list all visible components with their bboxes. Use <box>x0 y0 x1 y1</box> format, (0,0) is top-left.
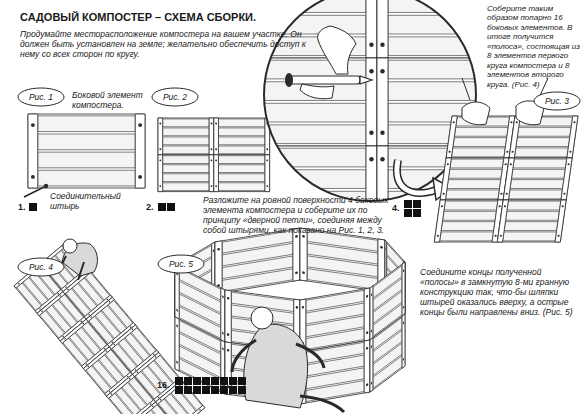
count-square <box>404 200 412 208</box>
count-square <box>202 377 210 385</box>
step-number: 1. <box>18 202 26 213</box>
worker <box>232 307 344 412</box>
side-panel <box>175 317 225 394</box>
count-square <box>413 200 421 208</box>
instruction-text: Соедините концы полученной «полосы» в за… <box>420 267 582 317</box>
side-panel <box>28 114 145 188</box>
count-square <box>175 386 183 394</box>
figure-number: Рис. 3 <box>534 92 580 110</box>
side-panel <box>503 158 572 200</box>
part-caption: Боковой элемент компостера. <box>72 90 146 110</box>
pressing-panels-drawing <box>434 116 578 242</box>
pin-tip <box>360 76 372 84</box>
worker <box>58 239 97 280</box>
figure-number: Рис. 5 <box>158 255 204 273</box>
four-elements-drawing <box>158 118 270 192</box>
arrow-body <box>397 160 436 193</box>
arrow-outline <box>397 160 436 193</box>
worker-arm <box>232 340 324 372</box>
side-panel <box>370 314 405 392</box>
count-square <box>193 386 201 394</box>
worker-body <box>244 324 308 408</box>
step-number: 4. <box>392 203 400 214</box>
connecting-pin <box>24 184 48 197</box>
side-panel <box>158 118 214 155</box>
side-element-drawing <box>28 114 145 188</box>
pin-shaft <box>290 76 360 84</box>
count-square <box>238 386 246 394</box>
count-square <box>229 386 237 394</box>
worker-head <box>63 239 77 253</box>
figure-tag: Рис. 3 <box>534 92 580 110</box>
count-square <box>238 377 246 385</box>
instruction-text: Разложите на ровной поверхности 4 боковы… <box>203 195 393 235</box>
figure-number: Рис. 2 <box>152 88 198 106</box>
tag-ellipse <box>18 88 64 106</box>
count-square <box>413 209 421 217</box>
figure-tag: Рис. 5 <box>158 255 204 273</box>
side-panel <box>440 158 509 200</box>
figure-number: Рис. 1 <box>18 88 64 106</box>
hand <box>318 26 356 74</box>
hand <box>300 84 334 99</box>
count-square <box>220 386 228 394</box>
figure-number: Рис. 4 <box>18 258 64 276</box>
count-square <box>220 377 228 385</box>
pin-head <box>285 73 293 87</box>
diagram-title: САДОВЫЙ КОМПОСТЕР – СХЕМА СБОРКИ. <box>20 11 256 23</box>
tag-ellipse <box>152 88 198 106</box>
count-square <box>202 386 210 394</box>
figure-tag: Рис. 2 <box>152 88 198 106</box>
intro-note: Продумайте месторасположение компостера … <box>20 29 320 59</box>
side-panel <box>156 380 205 414</box>
side-panel <box>214 118 270 155</box>
hand <box>462 102 490 125</box>
count-square <box>404 209 412 217</box>
side-panel <box>497 200 566 242</box>
step-number: 16. <box>157 380 170 391</box>
side-panel <box>300 228 385 292</box>
count-square <box>175 377 183 385</box>
tag-ellipse <box>18 258 64 276</box>
worker-head <box>251 307 273 329</box>
count-square <box>158 203 166 211</box>
step-number: 2. <box>146 202 154 213</box>
count-square <box>29 203 37 211</box>
side-panel <box>509 116 578 158</box>
pin-head <box>44 184 48 188</box>
side-panel <box>158 155 214 192</box>
tag-ellipse <box>534 92 580 110</box>
part-caption: Соединительный штырь <box>50 191 112 211</box>
count-square <box>184 377 192 385</box>
count-square <box>229 377 237 385</box>
side-panel <box>215 228 300 294</box>
count-square <box>184 386 192 394</box>
figure-tag: Рис. 1 <box>18 88 64 106</box>
count-square <box>211 386 219 394</box>
count-square <box>167 203 175 211</box>
instruction-text: Соберите таким образом попарно 16 боковы… <box>487 4 583 89</box>
count-square <box>193 377 201 385</box>
side-panel <box>214 155 270 192</box>
figure-tag: Рис. 4 <box>18 258 64 276</box>
pin-shaft <box>24 186 46 197</box>
count-square <box>211 377 219 385</box>
side-panel <box>434 200 503 242</box>
tag-ellipse <box>158 255 204 273</box>
worker-leg <box>300 396 344 412</box>
